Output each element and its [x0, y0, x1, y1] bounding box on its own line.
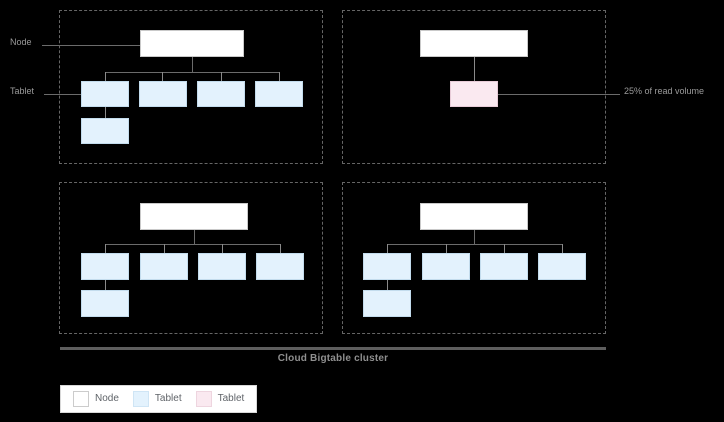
connector-node1-drop-2	[162, 72, 163, 81]
tablet-box-4-4[interactable]	[538, 253, 586, 280]
cluster-underline	[60, 347, 606, 350]
connector-node4-drop-5	[387, 280, 388, 290]
node-frame-bottom-left	[59, 182, 323, 334]
node-frame-top-left	[59, 10, 323, 164]
node-box-3[interactable]	[140, 203, 248, 230]
node-frame-top-right	[342, 10, 606, 164]
tablet-box-3-4[interactable]	[256, 253, 304, 280]
connector-node3-drop-3	[222, 244, 223, 253]
connector-node4-drop-4	[562, 244, 563, 253]
node-box-2[interactable]	[420, 30, 528, 57]
tablet-box-4-5[interactable]	[363, 290, 411, 317]
callout-read-volume: 25% of read volume	[624, 86, 705, 96]
cluster-caption: Cloud Bigtable cluster	[277, 353, 389, 364]
hot-tablet-box-2-1[interactable]	[450, 81, 498, 107]
connector-node4-drop-3	[504, 244, 505, 253]
connector-node2-stem	[474, 57, 475, 81]
hot-tablet-swatch-icon	[195, 391, 212, 407]
tablet-box-4-1[interactable]	[363, 253, 411, 280]
side-label-node: Node	[10, 37, 32, 47]
legend: Node Tablet Tablet	[60, 385, 258, 413]
connector-node1-bus	[105, 72, 279, 73]
connector-node1-drop-5	[105, 107, 106, 118]
tablet-box-3-1[interactable]	[81, 253, 129, 280]
connector-node1-drop-1	[105, 72, 106, 81]
connector-node3-drop-4	[280, 244, 281, 253]
connector-node3-bus	[105, 244, 280, 245]
tablet-box-3-5[interactable]	[81, 290, 129, 317]
legend-label-hot-tablet: Tablet	[217, 393, 245, 404]
legend-label-tablet: Tablet	[154, 393, 182, 404]
node-frame-bottom-right	[342, 182, 606, 334]
node-box-1[interactable]	[140, 30, 244, 57]
tablet-box-4-3[interactable]	[480, 253, 528, 280]
legend-item-hot-tablet: Tablet	[195, 391, 245, 407]
tablet-box-1-5[interactable]	[81, 118, 129, 144]
tablet-box-4-2[interactable]	[422, 253, 470, 280]
connector-node4-bus	[387, 244, 562, 245]
tablet-box-1-4[interactable]	[255, 81, 303, 107]
connector-node3-stem	[194, 230, 195, 244]
legend-item-tablet: Tablet	[132, 391, 182, 407]
legend-item-node: Node	[73, 391, 119, 407]
tablet-box-1-1[interactable]	[81, 81, 129, 107]
node-box-4[interactable]	[420, 203, 528, 230]
callout-leader-line	[498, 94, 620, 95]
tablet-box-3-3[interactable]	[198, 253, 246, 280]
connector-node1-stem	[192, 57, 193, 72]
side-label-tablet: Tablet	[10, 86, 35, 96]
tablet-swatch-icon	[132, 391, 149, 407]
connector-node4-drop-2	[446, 244, 447, 253]
node-swatch-icon	[73, 391, 89, 407]
tablet-box-1-3[interactable]	[197, 81, 245, 107]
connector-node3-drop-5	[105, 280, 106, 290]
tablet-box-3-2[interactable]	[140, 253, 188, 280]
connector-node1-drop-3	[221, 72, 222, 81]
connector-node3-drop-1	[105, 244, 106, 253]
legend-label-node: Node	[95, 393, 119, 404]
side-label-node-leader-line	[42, 45, 142, 46]
connector-node4-stem	[474, 230, 475, 244]
connector-node4-drop-1	[387, 244, 388, 253]
side-label-tablet-leader-line	[44, 94, 82, 95]
connector-node3-drop-2	[164, 244, 165, 253]
tablet-box-1-2[interactable]	[139, 81, 187, 107]
connector-node1-drop-4	[279, 72, 280, 81]
